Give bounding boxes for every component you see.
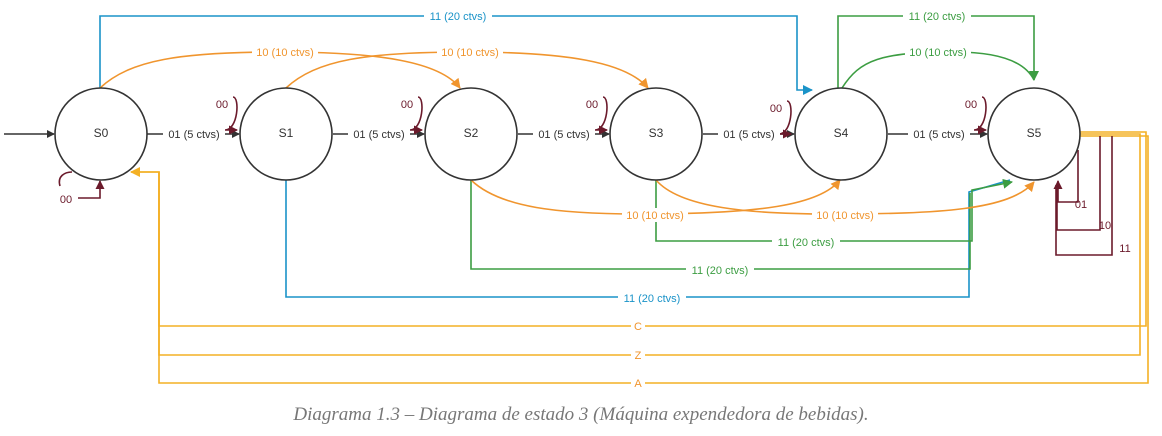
edge-s0-s4-11 xyxy=(99,15,813,95)
reset-edges xyxy=(130,131,1149,384)
state-s1: S1 xyxy=(239,87,333,181)
label-s5-00: 00 xyxy=(965,99,977,111)
label-z: Z xyxy=(635,350,642,362)
label-s1-00: 00 xyxy=(216,99,228,111)
label-c: C xyxy=(634,321,642,333)
label-a: A xyxy=(634,378,642,390)
label-s2-s4-10: 10 (10 ctvs) xyxy=(626,210,683,222)
label-s1-s5-11: 11 (20 ctvs) xyxy=(624,293,681,305)
loop-s0-00 xyxy=(58,171,73,187)
edge-s2-s5-11 xyxy=(470,180,971,270)
state-s4: S4 xyxy=(794,87,888,181)
states: S0 S1 S2 S3 S4 S5 xyxy=(54,87,1081,181)
state-s5: S5 xyxy=(987,87,1081,181)
label-s3-s4-01: 01 (5 ctvs) xyxy=(723,129,774,141)
self-loops xyxy=(58,96,1113,256)
loop-s0-00-b xyxy=(78,180,105,199)
label-s3-00: 00 xyxy=(586,99,598,111)
edge-labels: 11 (20 ctvs) 11 (20 ctvs) 10 (10 ctvs) 1… xyxy=(60,9,1131,390)
label-s1-s3-10: 10 (10 ctvs) xyxy=(441,47,498,59)
loop-s2-00 xyxy=(409,96,423,135)
edge-s5-s0-a xyxy=(130,135,1149,384)
loop-s3-00 xyxy=(594,96,608,135)
loop-s5-01 xyxy=(1053,150,1079,203)
label-s0-s1-01: 01 (5 ctvs) xyxy=(168,129,219,141)
label-s5-11: 11 xyxy=(1119,243,1130,255)
figure-caption: Diagrama 1.3 – Diagrama de estado 3 (Máq… xyxy=(293,404,869,425)
state-s0: S0 xyxy=(54,87,148,181)
loop-s5-00 xyxy=(973,96,987,135)
state-s3: S3 xyxy=(609,87,703,181)
loop-s1-00 xyxy=(224,96,238,135)
label-s5-01: 01 xyxy=(1075,199,1087,211)
label-s4-00: 00 xyxy=(770,103,782,115)
label-s0-s4-11: 11 (20 ctvs) xyxy=(430,11,487,23)
edge-s1-s5-11 xyxy=(285,179,1011,298)
label-s0-s2-10: 10 (10 ctvs) xyxy=(256,47,313,59)
label-s1-s2-01: 01 (5 ctvs) xyxy=(353,129,404,141)
label-s3-s5-10: 10 (10 ctvs) xyxy=(816,210,873,222)
label-s5-10: 10 xyxy=(1099,220,1111,232)
state-label: S1 xyxy=(279,126,294,140)
state-label: S0 xyxy=(94,126,109,140)
loop-s5-11 xyxy=(1055,136,1113,256)
loop-s5-10 xyxy=(1056,136,1101,231)
state-label: S3 xyxy=(649,126,664,140)
state-s2: S2 xyxy=(424,87,518,181)
label-s4-s5-11: 11 (20 ctvs) xyxy=(909,11,966,23)
label-s2-s3-01: 01 (5 ctvs) xyxy=(538,129,589,141)
state-label: S2 xyxy=(464,126,479,140)
label-s0-00: 00 xyxy=(60,194,72,206)
label-s2-s5-11: 11 (20 ctvs) xyxy=(692,265,749,277)
label-s4-s5-10: 10 (10 ctvs) xyxy=(909,47,966,59)
state-label: S5 xyxy=(1027,126,1042,140)
label-s4-s5-01: 01 (5 ctvs) xyxy=(913,129,964,141)
state-label: S4 xyxy=(834,126,849,140)
label-s2-00: 00 xyxy=(401,99,413,111)
label-s3-s5-11: 11 (20 ctvs) xyxy=(778,237,835,249)
